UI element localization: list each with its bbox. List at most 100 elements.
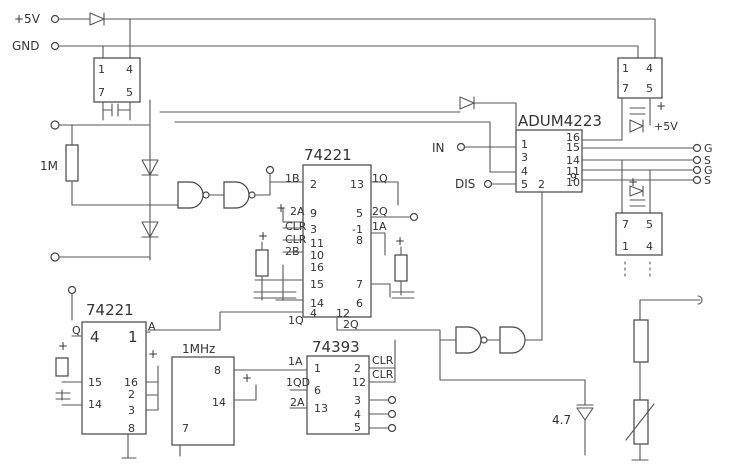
- svg-text:4: 4: [354, 408, 361, 421]
- schmitt-gate-2: [223, 181, 250, 209]
- svg-text:+: +: [258, 229, 268, 243]
- svg-text:S: S: [704, 174, 711, 187]
- input-terminal-bottom: [50, 252, 60, 262]
- clamp-diode-bottom: [141, 221, 159, 238]
- svg-text:9: 9: [310, 207, 317, 220]
- svg-text:11: 11: [310, 237, 324, 250]
- svg-text:1: 1: [521, 138, 528, 151]
- svg-text:G: G: [704, 142, 713, 155]
- zener-diode: [576, 404, 594, 421]
- svg-text:+: +: [276, 201, 286, 215]
- input-terminal-top: [50, 120, 60, 130]
- svg-text:7: 7: [356, 278, 363, 291]
- u74221b-title: 74221: [86, 301, 134, 319]
- svg-text:13: 13: [314, 402, 328, 415]
- svg-text:4: 4: [126, 63, 133, 76]
- zener-label: 4.7: [552, 413, 571, 427]
- reg-right-vout: +5V: [654, 120, 678, 133]
- u74221-body: [302, 164, 372, 318]
- svg-text:5: 5: [646, 82, 653, 95]
- svg-text:Q: Q: [72, 324, 81, 337]
- u74221-title: 74221: [304, 146, 352, 164]
- svg-text:6: 6: [356, 297, 363, 310]
- in-label: IN: [432, 141, 445, 155]
- svg-text:2Q: 2Q: [372, 205, 388, 218]
- svg-text:14: 14: [566, 154, 580, 167]
- svg-text:2: 2: [538, 178, 545, 191]
- svg-text:+: +: [395, 234, 405, 248]
- bottom-gates: [361, 326, 586, 381]
- svg-text:1A: 1A: [372, 220, 387, 233]
- svg-text:7: 7: [182, 422, 189, 435]
- u74393-title: 74393: [312, 338, 360, 356]
- u74393: 74393 1 2 12 6 13 3 4 5 1A 1QD 2A CLR CL…: [286, 338, 397, 435]
- osc-title: 1MHz: [182, 342, 215, 356]
- svg-text:5: 5: [126, 86, 133, 99]
- svg-text:CLR: CLR: [372, 368, 394, 381]
- svg-text:+: +: [656, 99, 666, 113]
- svg-text:3: 3: [354, 394, 361, 407]
- u74221b-body: [81, 321, 147, 435]
- svg-text:1B: 1B: [285, 172, 300, 185]
- svg-text:A: A: [148, 320, 156, 333]
- svg-text:7: 7: [98, 86, 105, 99]
- svg-text:16: 16: [124, 376, 138, 389]
- svg-text:8: 8: [128, 422, 135, 435]
- svg-text:CLR: CLR: [285, 220, 307, 233]
- svg-text:+: +: [628, 175, 638, 189]
- svg-text:CLR: CLR: [372, 354, 394, 367]
- output-resistor: [633, 319, 649, 363]
- svg-text:14: 14: [88, 398, 102, 411]
- svg-text:2Q: 2Q: [343, 318, 359, 331]
- dis-label: DIS: [455, 177, 475, 191]
- svg-text:5: 5: [646, 218, 653, 231]
- svg-text:4: 4: [646, 240, 653, 253]
- svg-text:11: 11: [566, 165, 580, 178]
- gnd-label: GND: [12, 39, 40, 53]
- svg-text:10: 10: [566, 176, 580, 189]
- svg-text:2: 2: [354, 362, 361, 375]
- svg-text:6: 6: [314, 384, 321, 397]
- vcc-label: +5V: [14, 12, 41, 26]
- svg-text:1QD: 1QD: [286, 376, 310, 389]
- svg-text:1A: 1A: [288, 355, 303, 368]
- svg-text:+: +: [58, 339, 68, 353]
- svg-text:4: 4: [90, 328, 100, 346]
- svg-text:+: +: [148, 347, 158, 361]
- bootstrap-diode: [459, 96, 475, 110]
- svg-text:5: 5: [521, 178, 528, 191]
- aux-right: + 7 5 1 4: [615, 159, 663, 279]
- adum-title: ADUM4223: [518, 112, 602, 130]
- svg-text:+: +: [242, 371, 252, 385]
- u74221-bottom: 74221 Q A 4 1 15 16 14 2 3 8 + +: [55, 285, 159, 459]
- svg-text:16: 16: [566, 131, 580, 144]
- svg-text:G: G: [704, 164, 713, 177]
- svg-text:7: 7: [622, 82, 629, 95]
- svg-text:4: 4: [646, 62, 653, 75]
- schmitt-gate-1: [177, 181, 204, 209]
- nand-gate: [455, 326, 482, 354]
- svg-text:3: 3: [521, 151, 528, 164]
- svg-text:13: 13: [350, 178, 364, 191]
- schmitt-gate-3: [499, 326, 526, 354]
- svg-text:2A: 2A: [290, 396, 305, 409]
- svg-text:1: 1: [622, 62, 629, 75]
- vcc-terminal: [50, 14, 60, 24]
- svg-text:2: 2: [128, 388, 135, 401]
- svg-text:2A: 2A: [290, 205, 305, 218]
- svg-text:7: 7: [622, 218, 629, 231]
- clamp-diode-top: [141, 159, 159, 176]
- output-stage: 4.7: [552, 295, 703, 461]
- reg-left: 1 4 7 5: [71, 57, 151, 261]
- input-network: 1M: [40, 120, 179, 262]
- vcc-diode: [89, 12, 105, 26]
- oscillator: 1MHz 8 14 7 +: [171, 342, 301, 457]
- svg-text:5: 5: [354, 421, 361, 434]
- svg-text:4: 4: [310, 307, 317, 320]
- svg-text:1Q: 1Q: [372, 172, 388, 185]
- svg-text:5: 5: [356, 207, 363, 220]
- osc-body: [171, 356, 235, 446]
- resistor-1m: [65, 144, 79, 182]
- svg-text:1: 1: [314, 362, 321, 375]
- svg-text:12: 12: [336, 307, 350, 320]
